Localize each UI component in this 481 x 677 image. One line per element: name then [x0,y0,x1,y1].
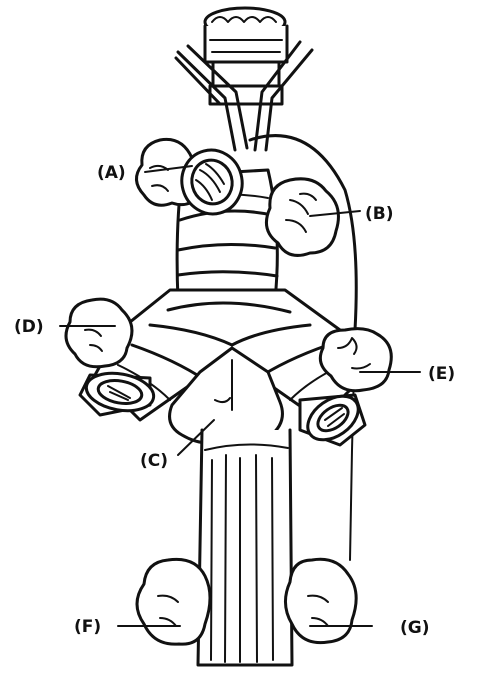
label-g: (G) [400,618,430,638]
node-f [137,559,210,644]
esophagus [198,430,292,665]
label-b: (B) [365,204,394,224]
node-d [66,299,132,367]
label-d: (D) [14,317,44,337]
label-a: (A) [97,163,126,183]
label-c: (C) [140,451,168,471]
label-e: (E) [428,364,455,384]
node-g [285,559,356,642]
node-b [266,179,338,256]
label-f: (F) [74,617,101,637]
